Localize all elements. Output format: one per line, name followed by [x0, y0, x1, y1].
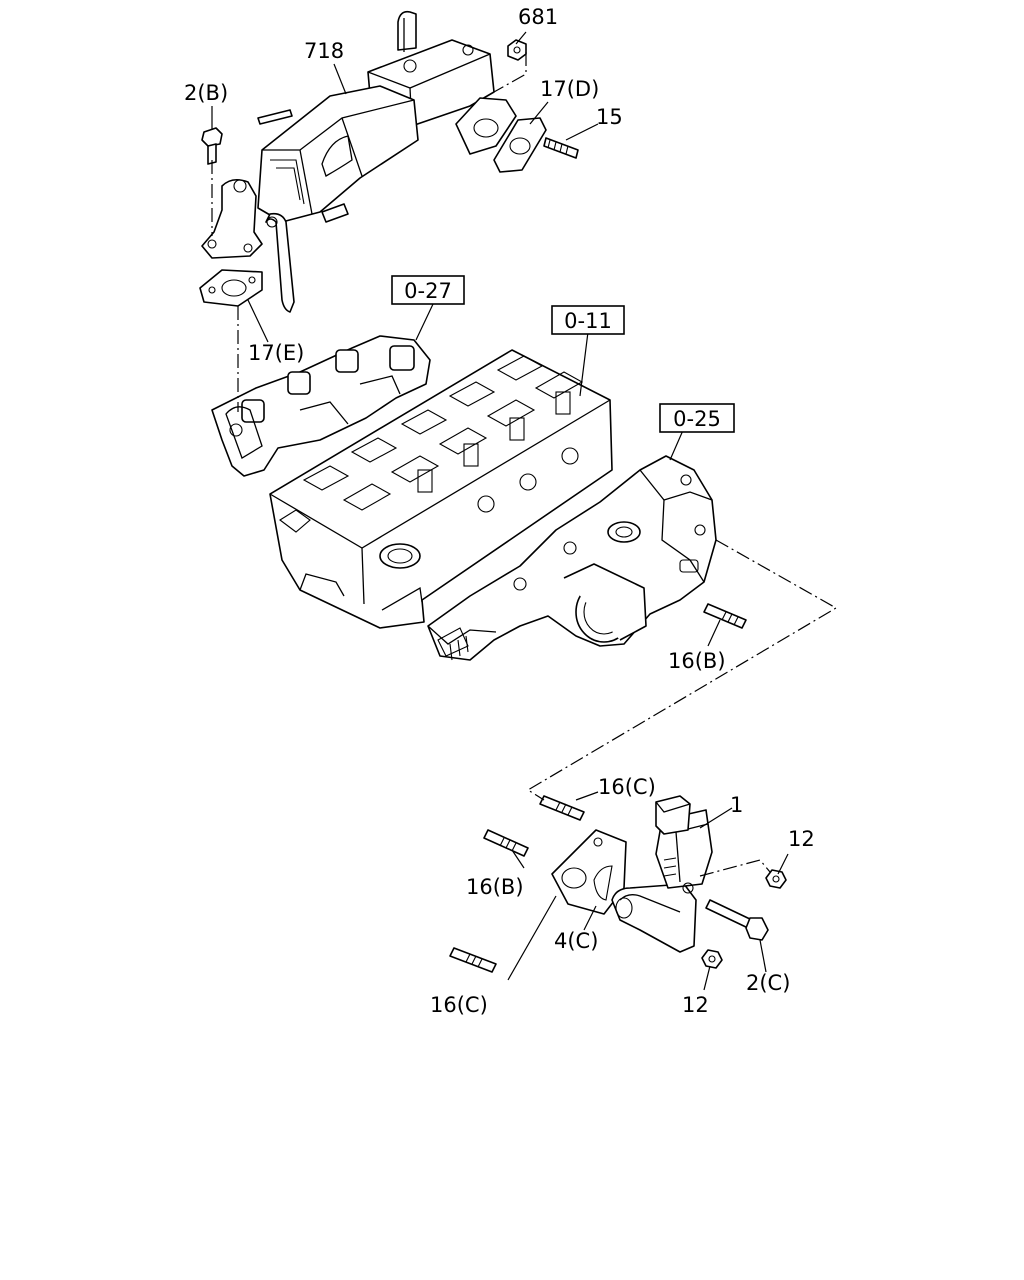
part-label-1: 1 — [730, 793, 743, 817]
reference-box-0-11: 0-11 — [551, 305, 625, 335]
part-label-4c: 4(C) — [554, 929, 598, 953]
bolt-2b — [201, 127, 223, 165]
egr-cooler-718 — [201, 10, 517, 313]
reference-label-0-11: 0-11 — [564, 309, 612, 333]
gasket-17d — [493, 117, 547, 173]
assembly-lines — [211, 52, 838, 877]
leader-lines — [211, 31, 789, 991]
part-label-16c-lower: 16(C) — [430, 993, 488, 1017]
stud-16b-upper — [703, 603, 747, 629]
part-label-17d: 17(D) — [540, 77, 599, 101]
gasket-17e — [199, 269, 263, 307]
part-label-17e: 17(E) — [248, 341, 304, 365]
part-labels: 681 718 2(B) 17(D) 15 17(E) 16(B) 16(C) … — [184, 5, 815, 1017]
stud-15 — [543, 137, 579, 159]
egr-valve-assembly — [551, 795, 713, 953]
part-label-15: 15 — [596, 105, 623, 129]
bolt-2c — [705, 899, 769, 941]
part-label-12-bottom: 12 — [682, 993, 709, 1017]
stud-16c-top — [539, 795, 585, 821]
reference-box-0-25: 0-25 — [659, 403, 735, 433]
part-label-16c-upper: 16(C) — [598, 775, 656, 799]
stud-16b-lower — [483, 829, 529, 857]
part-label-2c: 2(C) — [746, 971, 790, 995]
reference-box-0-27: 0-27 — [391, 275, 465, 305]
intake-manifold — [427, 455, 717, 661]
nut-12-bottom — [701, 949, 723, 969]
part-label-16b-lower: 16(B) — [466, 875, 524, 899]
part-label-681: 681 — [518, 5, 558, 29]
part-label-12-right: 12 — [788, 827, 815, 851]
reference-label-0-25: 0-25 — [673, 407, 721, 431]
part-label-2b: 2(B) — [184, 81, 228, 105]
reference-label-0-27: 0-27 — [404, 279, 452, 303]
exhaust-manifold — [211, 335, 431, 477]
nut-12-right — [765, 869, 787, 889]
part-label-718: 718 — [304, 39, 344, 63]
part-label-16b-upper: 16(B) — [668, 649, 726, 673]
stud-16c-lower — [449, 947, 497, 973]
cylinder-head — [269, 349, 613, 629]
